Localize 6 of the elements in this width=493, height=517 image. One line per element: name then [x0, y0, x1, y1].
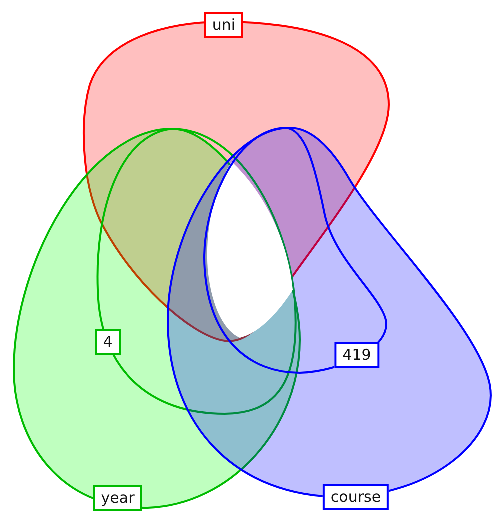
set-region — [94, 126, 300, 418]
set-label: 419 — [334, 342, 380, 368]
set-label: course — [322, 484, 390, 510]
set-label: uni — [204, 12, 244, 38]
set-label: 4 — [95, 329, 121, 355]
set-label: year — [93, 485, 143, 511]
